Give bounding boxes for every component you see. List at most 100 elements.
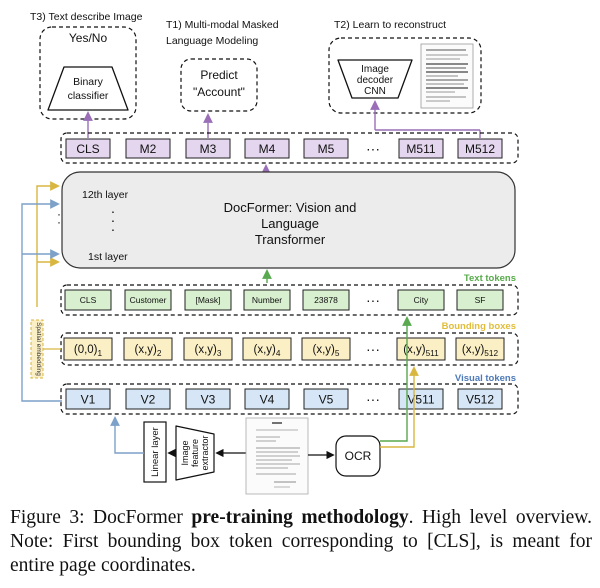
visual-token: V5 [303, 388, 349, 410]
t1-output-line1: Predict [200, 68, 238, 82]
bbox-token-subscript: 4 [276, 349, 281, 358]
text-token-label: City [414, 295, 429, 305]
caption-prefix: Figure 3: DocFormer [10, 507, 192, 528]
visual-token: V2 [125, 388, 171, 410]
bbox-feed-arrow-12th [36, 181, 60, 307]
visual-token-label: V512 [466, 392, 494, 406]
visual-token-label: V5 [319, 392, 334, 406]
bbox-token: (x,y)2 [123, 337, 173, 361]
bbox-token-label: (x,y)2 [135, 344, 162, 358]
text-token-box [397, 289, 445, 311]
bbox-token-box [183, 337, 233, 361]
text-token-label: Number [252, 295, 282, 305]
visual-tokens-row: V1 V2 V3 V4 V5 V511 V512 ··· [65, 388, 503, 410]
text-token: Number [243, 289, 291, 311]
transformer-vdots-2: · [111, 212, 116, 228]
visual-token: V1 [65, 388, 111, 410]
output-token: M2 [125, 138, 171, 159]
output-token-box [125, 138, 171, 159]
transformer-vdots-3: · [111, 221, 116, 237]
t2-task-box [328, 37, 482, 114]
reconstructed-document-thumbnail [420, 43, 474, 109]
visual-token-label: V3 [201, 392, 216, 406]
transformer-title-line1: DocFormer: Vision and [224, 200, 357, 215]
visual-token-box [303, 388, 349, 410]
text-token-label: CLS [80, 295, 97, 305]
feature-extractor-line2: feature [190, 439, 200, 467]
text-token-box [124, 289, 172, 311]
bbox-token-box [301, 337, 351, 361]
bbox-token: (x,y)511 [396, 337, 446, 361]
bbox-token-subscript: 512 [484, 349, 498, 358]
text-tokens-label: Text tokens [464, 273, 516, 284]
output-token-label: M2 [140, 142, 157, 156]
visual-token: V3 [185, 388, 231, 410]
transformer-vdots-1: · [111, 203, 116, 219]
linear-layer-box [143, 421, 167, 483]
text-token: City [397, 289, 445, 311]
bbox-ellipsis: ··· [366, 341, 380, 357]
bbox-token-subscript: 3 [217, 349, 222, 358]
bbox-tokens-row: (0,0)1(x,y)2(x,y)3(x,y)4(x,y)5(x,y)511(x… [63, 337, 505, 361]
image-decoder-line1: Image [361, 64, 389, 75]
feature-extractor-line3: extractor [200, 435, 210, 470]
text-token-label: 23878 [314, 295, 338, 305]
visual-token-box [244, 388, 290, 410]
ocr-text: OCR [345, 449, 372, 463]
visual-token-label: V511 [407, 392, 434, 406]
output-token-label: M5 [318, 142, 335, 156]
bbox-label: Bounding boxes [442, 321, 516, 332]
binary-classifier-line1: Binary [73, 76, 104, 88]
text-token-box [184, 289, 232, 311]
text-token-label: SF [475, 295, 486, 305]
output-token-label: M511 [406, 142, 435, 156]
feature-extractor-shape [175, 425, 215, 481]
output-token-label: M3 [200, 142, 217, 156]
output-token-label: M512 [465, 142, 495, 156]
text-token: Customer [124, 289, 172, 311]
bbox-token-subscript: 511 [426, 349, 440, 358]
image-decoder-line2: decoder [357, 75, 394, 86]
visual-ellipsis: ··· [366, 391, 380, 407]
t1-task-label-line1: T1) Multi-modal Masked [166, 19, 279, 31]
text-token: 23878 [302, 289, 350, 311]
visual-token-box [125, 388, 171, 410]
output-token: CLS [65, 138, 111, 159]
bbox-token-box [63, 337, 113, 361]
binary-classifier-shape [47, 66, 129, 111]
text-token-box [64, 289, 112, 311]
visual-token: V4 [244, 388, 290, 410]
visual-token: V512 [457, 388, 503, 410]
bbox-token-box [242, 337, 292, 361]
linear-layer-text: Linear layer [150, 427, 161, 477]
input-document-image [245, 417, 309, 495]
output-ellipsis: ··· [366, 141, 380, 157]
text-token: CLS [64, 289, 112, 311]
visual-token-label: V1 [81, 392, 96, 406]
transformer-title-line3: Transformer [255, 232, 326, 247]
output-token-box [457, 138, 503, 159]
t3-task-label: T3) Text describe Image [30, 11, 143, 23]
output-token-box [244, 138, 290, 159]
visual-token-box [457, 388, 503, 410]
bbox-token-subscript: 5 [335, 349, 340, 358]
bbox-token-subscript: 1 [98, 349, 103, 358]
visual-token-label: V4 [260, 392, 275, 406]
visual-token-box [185, 388, 231, 410]
output-token: M511 [398, 138, 444, 159]
t1-output-line2: "Account" [193, 85, 245, 99]
t3-output: Yes/No [69, 31, 108, 45]
bbox-token-box [123, 337, 173, 361]
binary-classifier-line2: classifier [68, 90, 109, 102]
visual-token: V511 [398, 388, 444, 410]
text-token: [Mask] [184, 289, 232, 311]
transformer-title-line2: Language [261, 216, 319, 231]
output-token-label: CLS [76, 142, 99, 156]
bbox-token-label: (x,y)4 [254, 344, 281, 358]
ocr-to-bbox-arrow [380, 366, 419, 448]
visual-token-box [398, 388, 444, 410]
bbox-token: (0,0)1 [63, 337, 113, 361]
text-ellipsis: ··· [366, 292, 380, 308]
output-token: M512 [457, 138, 503, 159]
